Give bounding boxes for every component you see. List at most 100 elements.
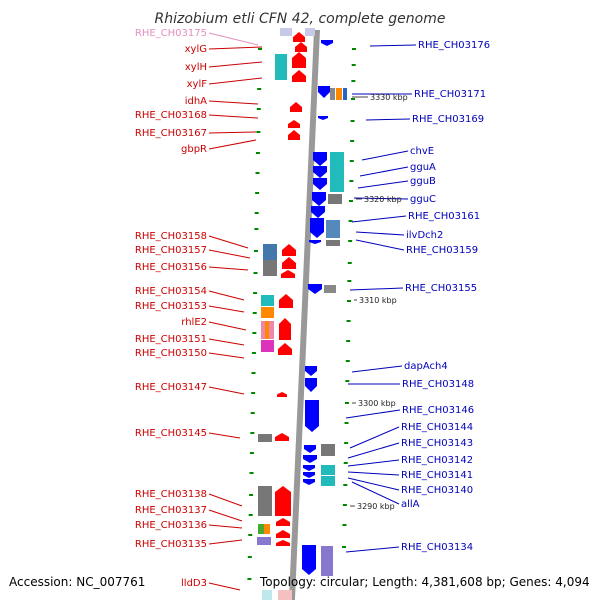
- leader-line: [347, 471, 400, 476]
- tick-dash: [344, 442, 349, 444]
- gene-label-rhe_ch03138: RHE_CH03138: [135, 489, 207, 500]
- leader-line: [208, 321, 247, 331]
- gene-label-lldd3: lldD3: [181, 578, 207, 589]
- reverse-gene-arrow: [305, 378, 317, 392]
- top-edge-shading: [280, 28, 292, 36]
- forward-gene-arrow: [276, 540, 290, 546]
- feature-box: [275, 54, 287, 68]
- forward-gene-arrow: [281, 270, 295, 278]
- tick-dash: [254, 228, 259, 230]
- leader-line: [345, 546, 400, 553]
- feature-box: [321, 465, 335, 475]
- gene-label-rhe_ch03158: RHE_CH03158: [135, 231, 207, 242]
- tick-dash: [248, 514, 253, 516]
- gene-label-chve: chvE: [410, 146, 434, 157]
- gene-label-rhe_ch03176: RHE_CH03176: [418, 40, 490, 51]
- tick-dash: [349, 160, 354, 162]
- forward-gene-arrow: [282, 244, 296, 256]
- feature-box: [275, 68, 287, 80]
- gene-label-gguc: gguC: [410, 194, 436, 205]
- gene-label-rhe_ch03168: RHE_CH03168: [135, 110, 207, 121]
- tick-dash: [349, 180, 354, 182]
- feature-box: [336, 88, 342, 100]
- feature-box: [261, 295, 274, 306]
- leader-line: [208, 432, 241, 439]
- tick-dash: [346, 340, 351, 342]
- forward-gene-arrow: [288, 120, 300, 128]
- tick-dash: [351, 98, 355, 100]
- feature-box: [257, 537, 271, 545]
- feature-box: [324, 285, 336, 293]
- gene-label-rhe_ch03157: RHE_CH03157: [135, 245, 207, 256]
- reverse-gene-arrow: [305, 400, 319, 432]
- feature-box: [265, 321, 269, 339]
- forward-gene-arrow: [279, 318, 291, 340]
- tick-dash: [352, 48, 356, 50]
- position-tick-label: 3320 kbp: [364, 195, 402, 204]
- left-gene-labels: RHE_CH03175xylGxylHxylFidhARHE_CH03168RH…: [135, 28, 207, 589]
- reverse-gene-arrow: [309, 240, 321, 244]
- leader-line: [208, 131, 257, 134]
- reverse-gene-arrow: [302, 545, 316, 575]
- position-tick-label: 3290 kbp: [357, 502, 395, 511]
- tick-dash: [247, 556, 252, 558]
- gene-label-idha: idhA: [185, 96, 207, 107]
- leader-line: [353, 197, 409, 200]
- reverse-gene-arrow: [312, 192, 326, 206]
- tick-dash: [252, 312, 257, 314]
- reverse-gene-arrow: [303, 465, 315, 471]
- tick-dash: [348, 240, 353, 242]
- leader-line: [357, 180, 409, 189]
- tick-dash: [254, 212, 259, 214]
- tick-dash: [251, 392, 256, 394]
- tick-dash: [342, 524, 347, 526]
- leader-line: [208, 290, 245, 301]
- leader-line: [355, 239, 405, 251]
- backbone-layer: [262, 28, 320, 600]
- tick-dash: [256, 131, 261, 133]
- reverse-gene-arrow: [308, 284, 322, 294]
- feature-box: [330, 178, 344, 192]
- tick-dash: [346, 300, 351, 302]
- forward-gene-arrow: [293, 32, 305, 42]
- leader-line: [349, 426, 400, 449]
- feature-box: [263, 260, 277, 276]
- tick-dash: [346, 320, 351, 322]
- feature-box: [343, 88, 347, 100]
- gene-label-rhe_ch03137: RHE_CH03137: [135, 505, 207, 516]
- tick-dash: [252, 332, 257, 334]
- tick-dash: [348, 220, 353, 222]
- leader-line: [208, 493, 243, 507]
- leader-line: [208, 61, 263, 68]
- forward-gene-arrow: [276, 530, 290, 538]
- backbone-line: [288, 30, 320, 600]
- leader-line: [349, 287, 404, 291]
- forward-gene-arrow: [275, 433, 289, 441]
- tick-dash: [253, 292, 258, 294]
- gene-label-rhe_ch03169: RHE_CH03169: [412, 114, 484, 125]
- forward-gene-arrow: [277, 392, 287, 397]
- tick-dash: [350, 140, 355, 142]
- gene-label-rhe_ch03159: RHE_CH03159: [406, 245, 478, 256]
- leader-line: [208, 100, 259, 105]
- forward-gene-arrow: [279, 294, 293, 308]
- leader-line: [208, 539, 243, 545]
- forward-gene-arrow: [292, 52, 306, 68]
- top-edge-shading: [305, 28, 315, 36]
- tick-dash: [350, 120, 355, 122]
- tick-dash: [253, 250, 258, 252]
- forward-gene-arrow: [275, 486, 291, 516]
- gene-label-ggua: gguA: [410, 162, 436, 173]
- forward-gene-arrow: [288, 130, 300, 140]
- leader-line: [208, 352, 245, 359]
- reverse-gene-arrow: [304, 445, 316, 453]
- gene-label-alla: allA: [401, 499, 420, 510]
- feature-box: [321, 476, 335, 486]
- gene-label-rhe_ch03171: RHE_CH03171: [414, 89, 486, 100]
- feature-box: [258, 434, 272, 442]
- feature-box: [264, 524, 270, 534]
- reverse-gene-arrow: [310, 218, 324, 238]
- feature-box: [330, 166, 344, 178]
